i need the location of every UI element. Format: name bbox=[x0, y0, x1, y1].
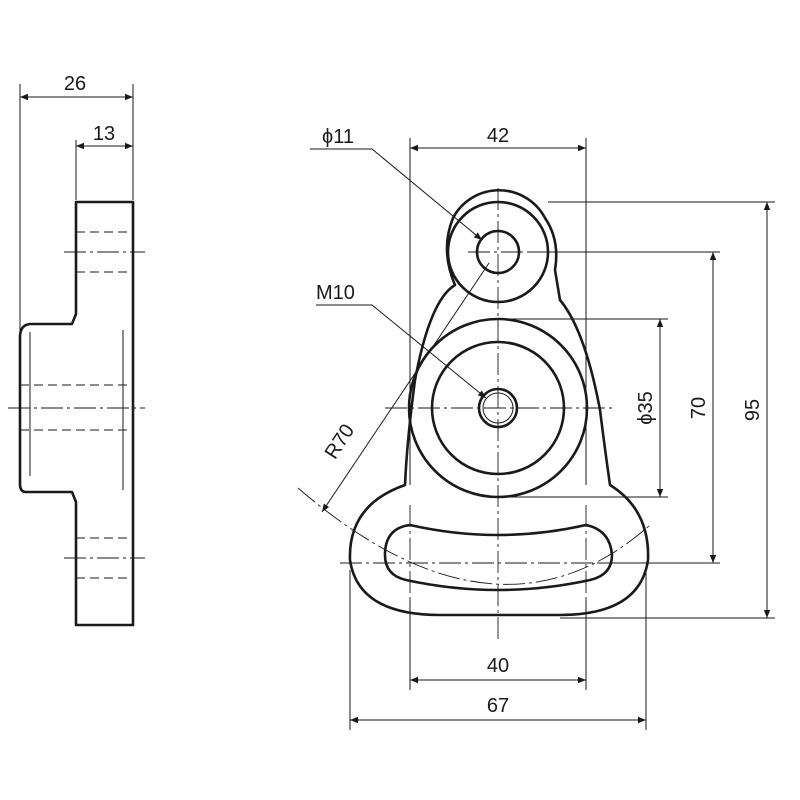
dim-67: 67 bbox=[487, 695, 509, 717]
dim-42: 42 bbox=[487, 125, 509, 147]
dim-95: 95 bbox=[742, 399, 764, 421]
dim-26: 26 bbox=[64, 73, 86, 95]
dim-small-hole-dia: ϕ11 bbox=[322, 126, 354, 148]
front-view bbox=[297, 188, 660, 640]
dim-40: 40 bbox=[487, 655, 509, 677]
dim-r70: R70 bbox=[321, 420, 359, 463]
side-view bbox=[8, 84, 145, 627]
dim-thread: M10 bbox=[316, 282, 355, 304]
dim-boss-dia: ϕ35 bbox=[635, 391, 657, 424]
slot bbox=[383, 523, 614, 592]
r70-arc bbox=[297, 487, 651, 585]
side-view-outline bbox=[18, 200, 135, 627]
dimensions: 26 13 ϕ11 42 M10 R70 ϕ35 70 95 40 67 bbox=[20, 73, 775, 730]
dim-70: 70 bbox=[688, 397, 710, 419]
dim-13: 13 bbox=[93, 123, 115, 145]
body-outline bbox=[348, 189, 650, 617]
